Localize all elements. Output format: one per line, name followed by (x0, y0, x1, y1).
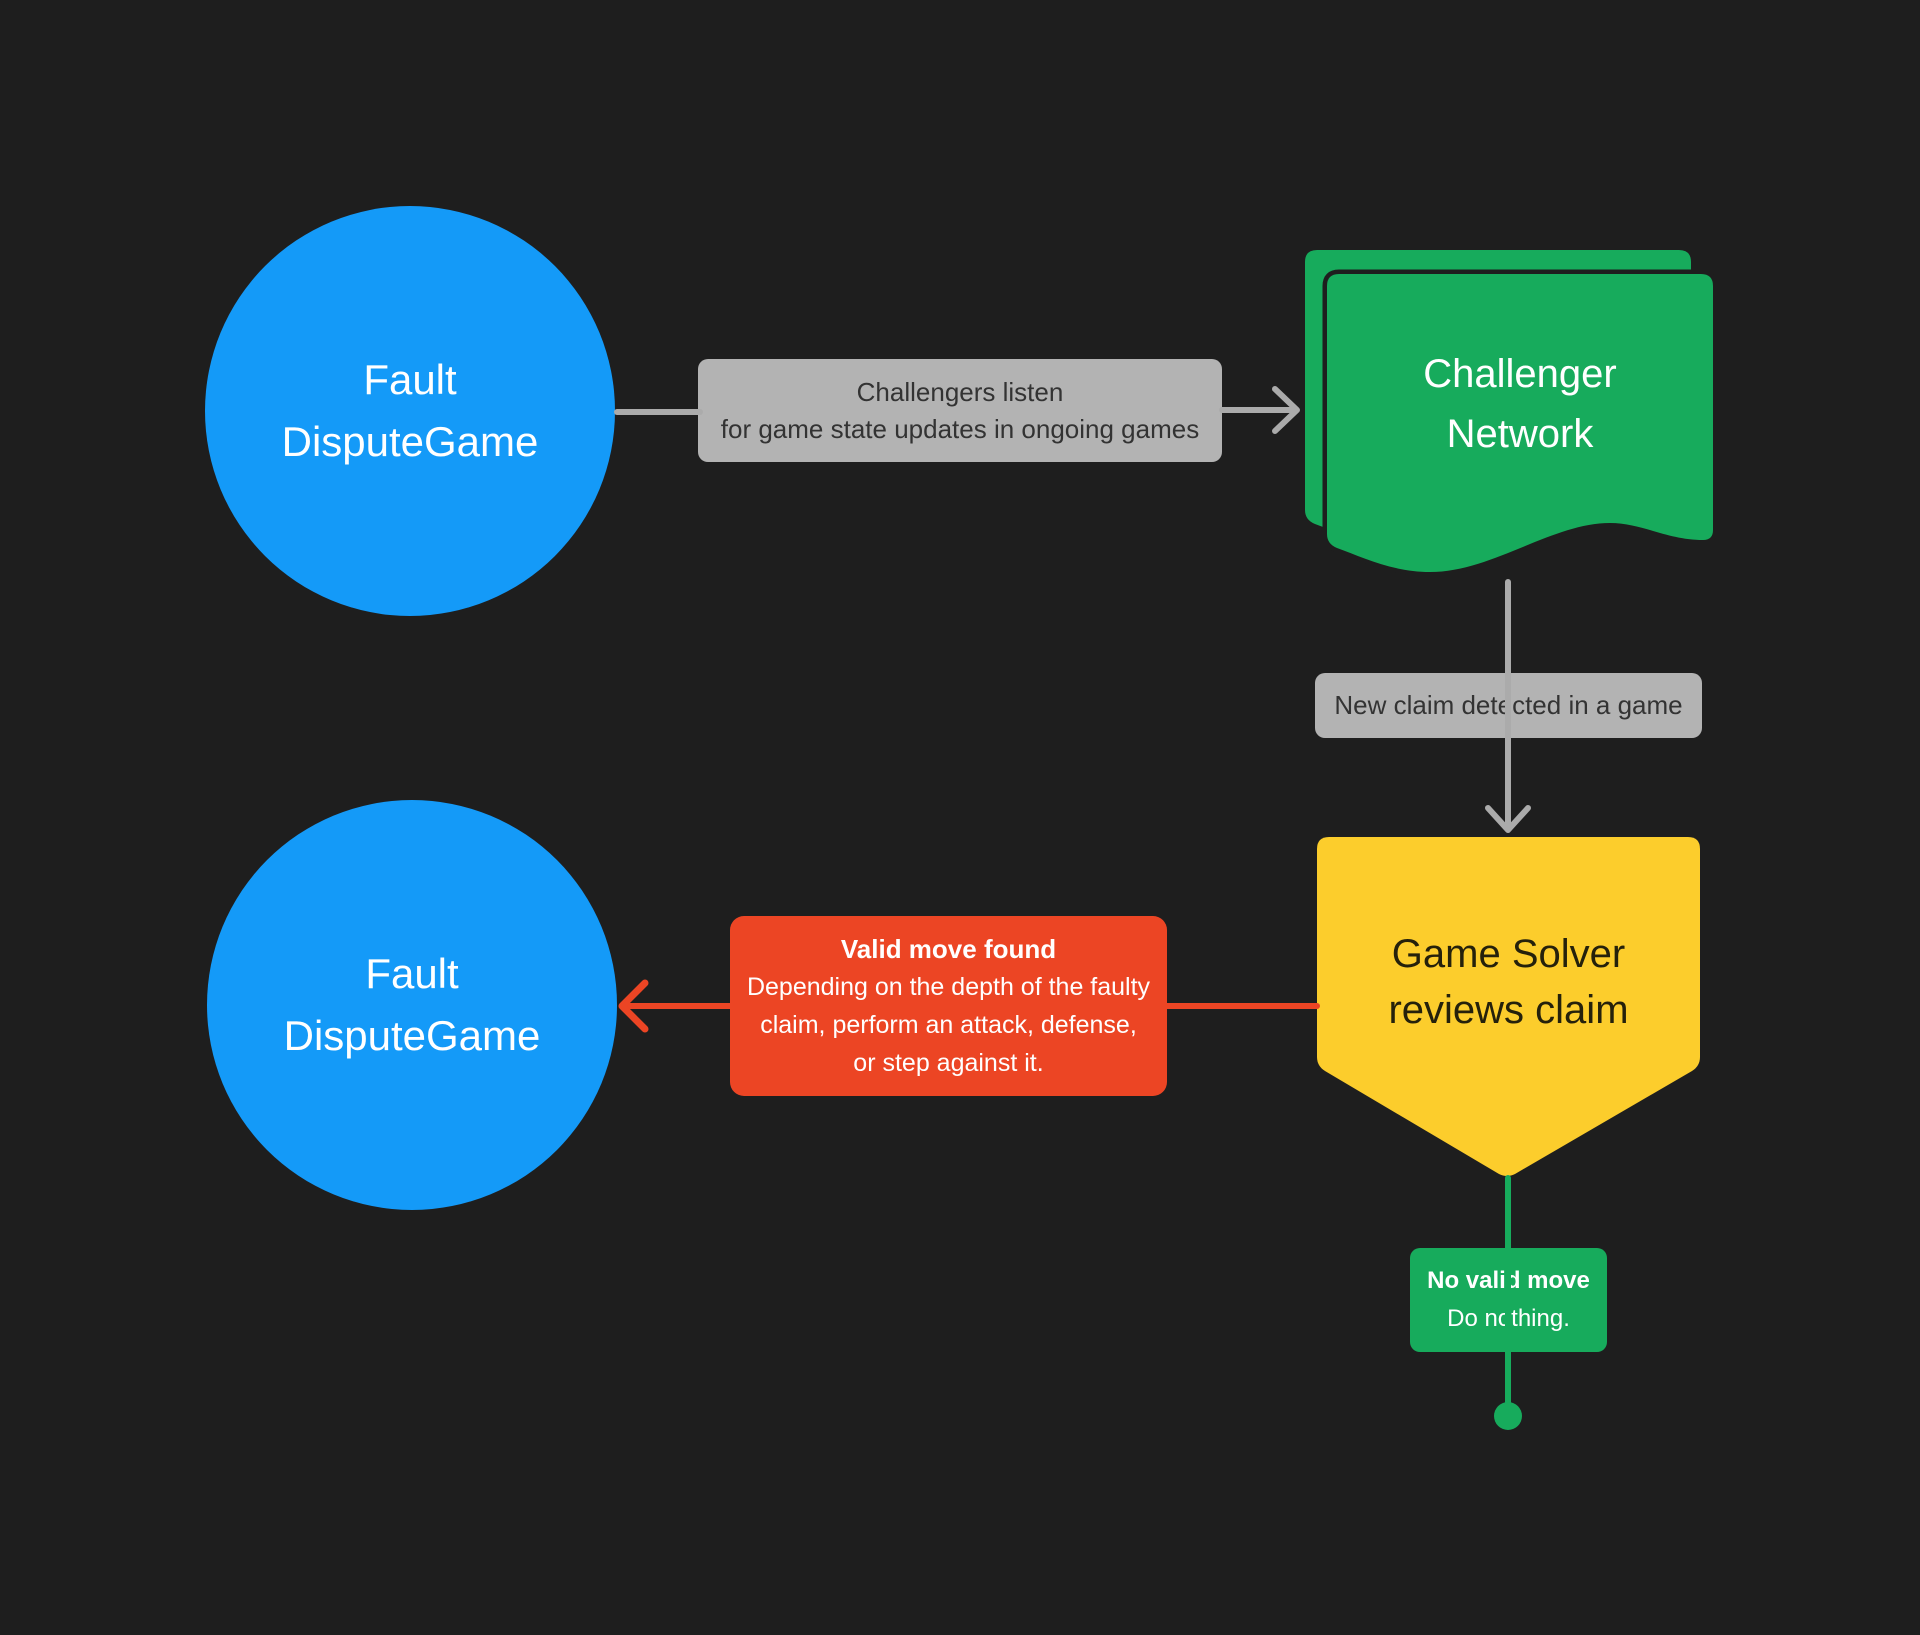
edge-label-line: New claim detected in a game (1334, 690, 1683, 720)
edge-label-line: or step against it. (853, 1049, 1044, 1077)
terminal-dot-icon (1494, 1402, 1522, 1430)
edge-label-line: Do nothing. (1447, 1305, 1570, 1332)
edge-label-title: No valid move (1427, 1267, 1590, 1294)
arrowhead-right-icon (1272, 386, 1300, 434)
edge-label-line: for game state updates in ongoing games (720, 413, 1200, 444)
edge-label-no-valid-move: No valid move Do nothing. (1410, 1248, 1607, 1352)
edge-label-line: Depending on the depth of the faulty (746, 973, 1151, 1001)
edge-label-title: Valid move found (840, 934, 1057, 964)
node-label-line: DisputeGame (281, 418, 539, 465)
node-label-line: Fault (365, 950, 459, 997)
node-game-solver-pentagon (1317, 837, 1700, 1176)
arrowhead-down-icon (1485, 805, 1531, 833)
edge-label-line: claim, perform an attack, defense, (760, 1011, 1137, 1039)
node-challenger-network-flag (1322, 269, 1718, 577)
arrowhead-left-icon (618, 979, 649, 1033)
edge-label-line: Challengers listen (856, 376, 1064, 407)
node-fault-dispute-game-top: Fault DisputeGame (205, 206, 615, 616)
node-fault-dispute-game-bottom: Fault DisputeGame (207, 800, 617, 1210)
node-label-line: DisputeGame (283, 1012, 541, 1059)
edge-label-challengers-listen: Challengers listen for game state update… (698, 359, 1222, 462)
edge-label-valid-move: Valid move found Depending on the depth … (730, 916, 1167, 1096)
edge-label-new-claim: New claim detected in a game (1315, 673, 1702, 738)
node-label-line: Fault (363, 356, 457, 403)
